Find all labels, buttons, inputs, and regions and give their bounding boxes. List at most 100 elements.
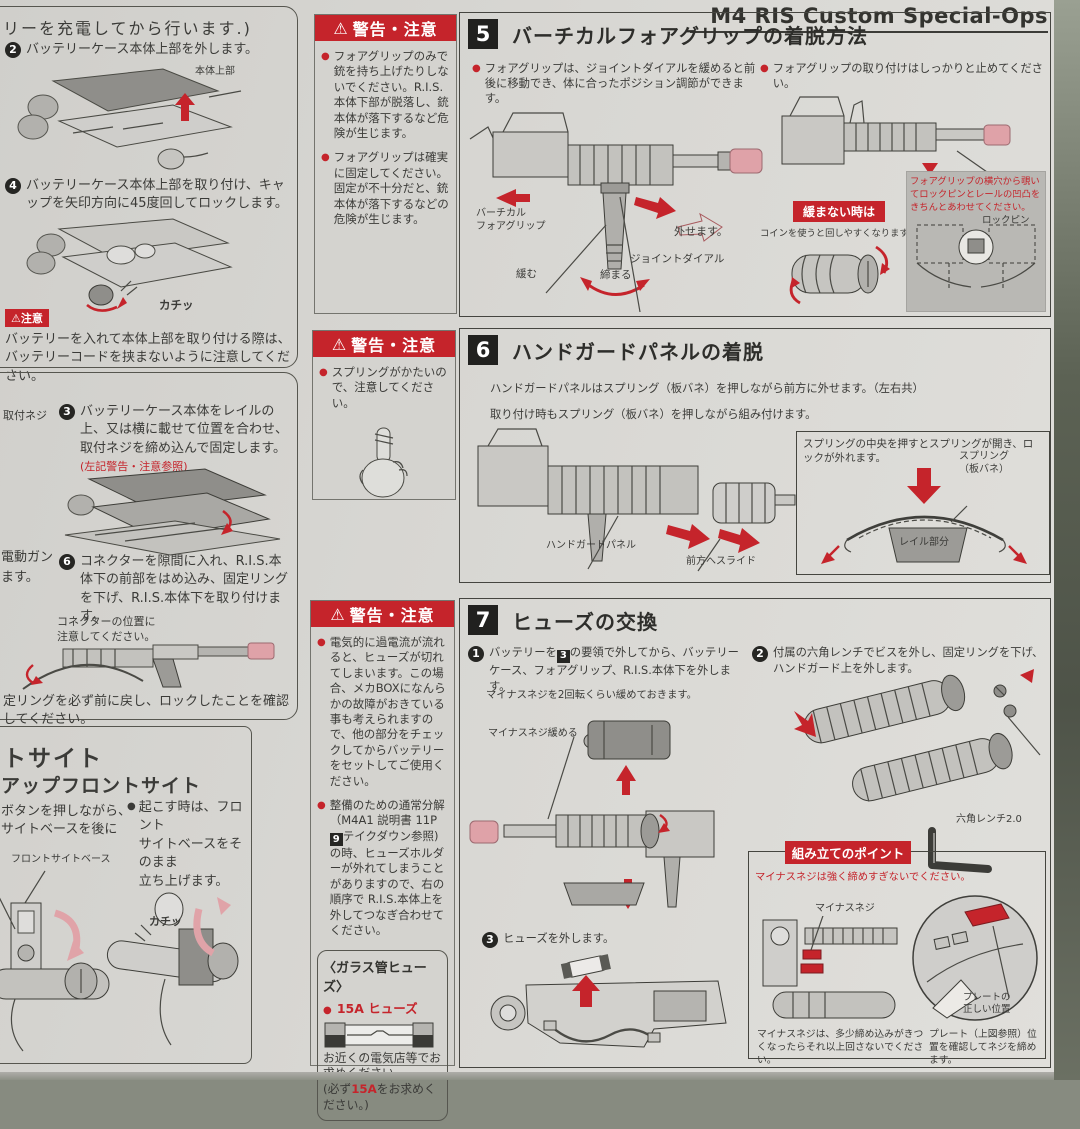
warning-bullet: ●フォアグリップのみで銃を持ち上げたりしないでください。R.I.S.本体下部が脱… xyxy=(321,49,449,141)
panel-front-sight: トサイト アップフロントサイト ボタンを押しながら、 サイトベースを後に ●起こ… xyxy=(0,726,252,1064)
flip-up-subheading: アップフロントサイト xyxy=(1,775,202,797)
warning-bullet: ●電気的に過電流が流れると、ヒューズが切れてしまいます。この場合、メカBOXにな… xyxy=(317,635,446,788)
photo-background-edge xyxy=(1054,0,1080,1080)
loosen-label: 緩む xyxy=(516,268,537,280)
intro-text: リーを充電してから行います.) xyxy=(3,19,252,38)
section-number: 7 xyxy=(468,605,498,635)
warning-box-spring: ⚠警告・注意 ●スプリングがかたいので、注意してください。 xyxy=(312,330,456,500)
section-title: ハンドガードパネルの着脱 xyxy=(512,339,764,364)
fuse-name-row: ● 15A ヒューズ xyxy=(323,1000,418,1016)
spring-dome-drawing xyxy=(821,468,1027,564)
rifle-connector-illustration xyxy=(22,642,275,690)
panel-battery-mount: 取付ネジ 3 バッテリーケース本体をレイルの上、又は横に載せて位置を合わせ、取付… xyxy=(0,372,298,727)
section-bullet: ●フォアグリップは、ジョイントダイアルを緩めると前後に移動でき、体に合ったポジシ… xyxy=(472,62,756,106)
assembly-caption-1: マイナスネジは、多少締め込みがきつくなったらそれ以上回さないでください。 xyxy=(757,1029,924,1067)
assembly-caption-2: プレート（上図参照）位置を確認してネジを締めます。 xyxy=(929,1029,1037,1067)
ris-disassembly-illustration xyxy=(469,720,715,909)
fuse-name: 15A ヒューズ xyxy=(336,1000,418,1016)
cutoff-text: ます。 xyxy=(1,570,39,585)
battery-case-open-illustration xyxy=(17,68,242,170)
page-title: M4 RIS Custom Special-Ops xyxy=(710,4,1048,28)
loosen-two-turns-note: マイナスネジを2回転くらい緩めておきます。 xyxy=(486,689,697,701)
connector-note: コネクターの位置に 注意してください。 xyxy=(57,615,156,643)
warning-header: ⚠警告・注意 xyxy=(311,601,454,627)
glass-fuse-title: 〈ガラス管ヒューズ〉 xyxy=(323,960,427,995)
front-sight-base-label: フロントサイトベース xyxy=(11,854,111,865)
hand-caution-icon xyxy=(359,427,408,498)
section-title: バーチカルフォアグリップの着脱方法 xyxy=(512,23,868,48)
caution-text: バッテリーを入れて本体上部を取り付ける際は、バッテリーコードを挟まないように注意… xyxy=(5,332,291,384)
step-3: 3 ヒューズを外します。 xyxy=(482,931,614,948)
panel-battery-case: リーを充電してから行います.) 2 バッテリーケース本体上部を外します。 本体上… xyxy=(0,6,298,384)
assembly-point-tag: 組み立てのポイント xyxy=(785,841,911,864)
section-5-vertical-foregrip: 5 バーチカルフォアグリップの着脱方法 ●フォアグリップは、ジョイントダイアルを… xyxy=(459,12,1051,317)
lock-reminder-note: 定リングを必ず前に戻し、ロックしたことを確認してください。 xyxy=(3,694,290,728)
lockpin-inset: フォアグリップの横穴から覗いてロックピンとレールの凹凸をきちんとあわせてください… xyxy=(906,171,1046,312)
step-2: 2 バッテリーケース本体上部を外します。 xyxy=(5,41,291,59)
section-line-1: ハンドガードパネルはスプリング（板バネ）を押しながら前方に外せます。（左右共） xyxy=(490,382,924,395)
step-6: 6 コネクターを隙間に入れ、R.I.S.本体下の前部をはめ込み、固定リングを下げ… xyxy=(59,553,291,627)
step-text: 付属の六角レンチでビスを外し、固定リングを下げ、ハンドガード上を外します。 xyxy=(773,646,1044,676)
step-ref-red: (左記警告・注意参照) xyxy=(80,460,188,474)
spring-inset: スプリングの中央を押すとスプリングが開き、ロックが外れます。 スプリング （板バ… xyxy=(796,431,1050,575)
step-text: ヒューズを外します。 xyxy=(503,932,615,945)
step-2: 2 付属の六角レンチでビスを外し、固定リングを下げ、ハンドガード上を外します。 xyxy=(752,645,1044,677)
step-text: バッテリーケース本体上部を取り付け、キャップを矢印方向に45度回してロックします… xyxy=(26,178,288,212)
plate-position-label: プレートの 正しい位置 xyxy=(963,992,1011,1016)
fuse-removal-illustration xyxy=(490,954,727,1048)
spring-label: スプリング （板バネ） xyxy=(959,451,1009,475)
rail-part-label: レイル部分 xyxy=(899,537,949,548)
rifle-vertical-grip-illustration xyxy=(469,112,763,312)
coin-tip-text: コインを使うと回しやすくなります。 xyxy=(760,228,918,239)
battery-on-rail-illustration xyxy=(64,468,281,556)
warning-triangle-icon: ⚠ xyxy=(11,312,21,325)
loosen-screw-label: マイナスネジ緩める xyxy=(488,728,578,739)
coin-turn-grip-illustration xyxy=(789,245,890,305)
page-header: M4 RIS Custom Special-Ops xyxy=(690,4,1048,33)
spring-inset-text: スプリングの中央を押すとスプリングが開き、ロックが外れます。 xyxy=(803,438,1034,465)
section-number: 5 xyxy=(468,19,498,49)
step-3: 3 バッテリーケース本体をレイルの上、又は横に載せて位置を合わせ、取付ネジを締め… xyxy=(59,403,291,477)
click-label: カチッ xyxy=(159,298,194,312)
tighten-label: 締まる xyxy=(600,269,632,281)
section-header: 6 ハンドガードパネルの着脱 xyxy=(460,329,1050,365)
warning-triangle-icon: ⚠ xyxy=(330,604,346,624)
sight-bullet-2: ●起こす時は、フロント サイトベースをそのまま 立ち上げます。 xyxy=(127,800,243,889)
assembly-point-text: マイナスネジは強く締めすぎないでください。 xyxy=(755,871,971,883)
handguard-panel-label: ハンドガードパネル xyxy=(546,540,636,551)
hex-wrench-drawing xyxy=(928,827,992,873)
warning-box-fuse: ⚠警告・注意 ●電気的に過電流が流れると、ヒューズが切れてしまいます。この場合、… xyxy=(310,600,455,1122)
click-label: カチッ xyxy=(149,915,182,928)
warning-header: ⚠警告・注意 xyxy=(315,15,456,41)
front-sight-raise-illustration xyxy=(106,892,239,1046)
warning-box-foregrip: ⚠警告・注意 ●フォアグリップのみで銃を持ち上げたりしないでください。R.I.S… xyxy=(314,14,457,314)
section-number: 6 xyxy=(468,335,498,365)
section-line-2: 取り付け時もスプリング（板バネ）を押しながら組み付けます。 xyxy=(490,408,817,421)
mount-screw-label: 取付ネジ xyxy=(3,409,47,422)
warning-bullet: ●スプリングがかたいので、注意してください。 xyxy=(319,365,447,410)
cutoff-text: 電動ガン xyxy=(1,550,54,565)
step-4: 4 バッテリーケース本体上部を取り付け、キャップを矢印方向に45度回してロックし… xyxy=(5,177,293,214)
section-title: ヒューズの交換 xyxy=(512,609,658,634)
warning-triangle-icon: ⚠ xyxy=(331,334,348,354)
step-number: 1 xyxy=(468,646,484,662)
plate-detail-drawing xyxy=(912,895,1038,1021)
vertical-grip-label: バーチカル フォアグリップ xyxy=(476,208,546,232)
battery-case-cap-illustration xyxy=(26,218,233,312)
warning-body: ●電気的に過電流が流れると、ヒューズが切れてしまいます。この場合、メカBOXにな… xyxy=(311,627,454,1129)
warning-triangle-icon: ⚠ xyxy=(333,18,349,38)
body-upper-label: 本体上部 xyxy=(195,66,235,77)
glass-fuse-box: 〈ガラス管ヒューズ〉 ● 15A ヒューズ お近くの電気店等でお求めください。 … xyxy=(317,949,448,1122)
handguard-halves-illustration xyxy=(794,669,1041,802)
fuse-purchase-note: お近くの電気店等でお求めください。 (必ず15Aをお求めください。) xyxy=(323,1050,441,1113)
rifle-upper-illustration xyxy=(781,96,1011,180)
caution-tag: ⚠注意 xyxy=(5,309,49,327)
warning-body: ●スプリングがかたいので、注意してください。 xyxy=(313,357,455,510)
step-text: バッテリーケース本体上部を外します。 xyxy=(26,42,259,57)
ref-step-3: 3 xyxy=(556,649,570,663)
